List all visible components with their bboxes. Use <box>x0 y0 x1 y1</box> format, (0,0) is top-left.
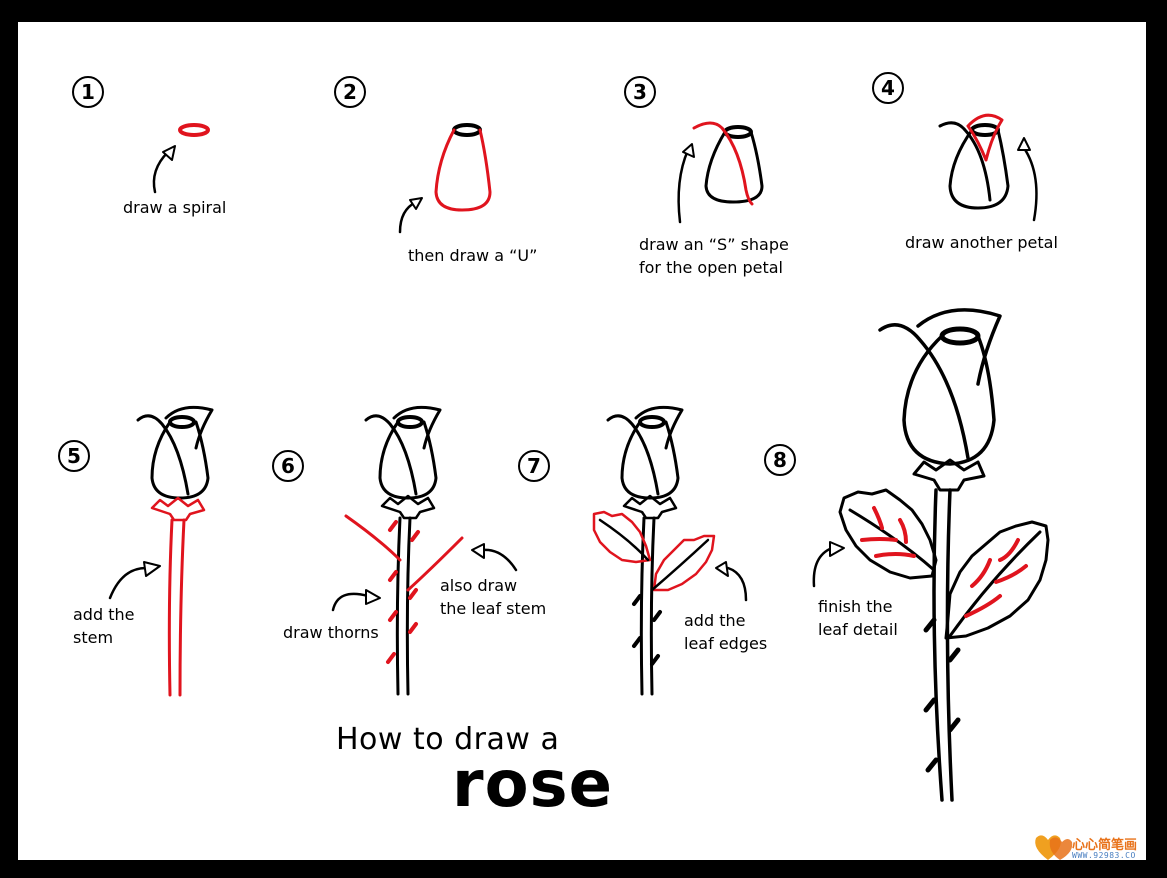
step-6-number: 6 <box>272 450 304 482</box>
step-7-left-leaf-edge <box>592 510 652 564</box>
watermark-text: 心心简笔画 <box>1072 838 1138 853</box>
step-3-number: 3 <box>624 76 656 108</box>
watermark-url: WWW.92983.CO <box>1072 851 1136 860</box>
step-7-arrow <box>726 566 748 602</box>
step-8-right-leaf-veins <box>964 538 1028 618</box>
step-5-stem <box>167 518 186 697</box>
step-5-caption: add the stem <box>73 605 135 647</box>
step-5-number: 5 <box>58 440 90 472</box>
title-line-2: rose <box>452 748 614 822</box>
watermark-logo <box>1035 835 1073 860</box>
step-3-s-shape <box>692 121 754 206</box>
step-2-drawing <box>398 123 492 234</box>
step-4-number: 4 <box>872 72 904 104</box>
step-6-right-leaf-stem <box>406 536 464 592</box>
step-4-caption: draw another petal <box>905 233 1058 252</box>
step-8-caption: finish the leaf detail <box>818 597 898 639</box>
step-6-right-arrow <box>480 548 518 572</box>
step-4-arrow <box>1022 146 1038 222</box>
step-2-u-shape <box>434 128 492 212</box>
step-7-drawing <box>592 405 748 696</box>
step-6-thorns <box>386 520 420 664</box>
step-6-left-arrow <box>331 592 370 612</box>
step-1-caption: draw a spiral <box>123 198 227 217</box>
step-1-number: 1 <box>72 76 104 108</box>
step-5-arrow <box>108 566 148 600</box>
step-2-number: 2 <box>334 76 366 108</box>
step-8-number: 8 <box>764 444 796 476</box>
step-6-caption-thorns: draw thorns <box>283 623 379 642</box>
step-1-spiral <box>178 123 210 137</box>
title-line-1: How to draw a <box>336 722 560 757</box>
step-7-number: 7 <box>518 450 550 482</box>
step-8-left-leaf-veins <box>860 506 916 558</box>
step-7-right-leaf-edge <box>652 534 716 592</box>
step-8-arrow <box>812 546 834 588</box>
step-4-drawing <box>938 113 1038 222</box>
step-7-caption: add the leaf edges <box>684 611 768 653</box>
step-8-drawing <box>812 308 1050 802</box>
step-3-caption: draw an “S” shape for the open petal <box>639 235 789 277</box>
step-5-sepals <box>150 496 206 522</box>
step-4-petal <box>966 113 1004 162</box>
step-1-arrow <box>152 150 170 194</box>
step-5-drawing <box>108 405 214 697</box>
step-1-drawing <box>152 123 210 194</box>
step-3-arrow <box>677 148 690 224</box>
step-6-left-leaf-stem <box>344 514 402 562</box>
step-6-drawing <box>331 405 518 696</box>
step-6-caption-leaf-stem: also draw the leaf stem <box>440 576 547 618</box>
step-3-drawing <box>677 121 764 224</box>
step-2-caption: then draw a “U” <box>408 246 538 265</box>
